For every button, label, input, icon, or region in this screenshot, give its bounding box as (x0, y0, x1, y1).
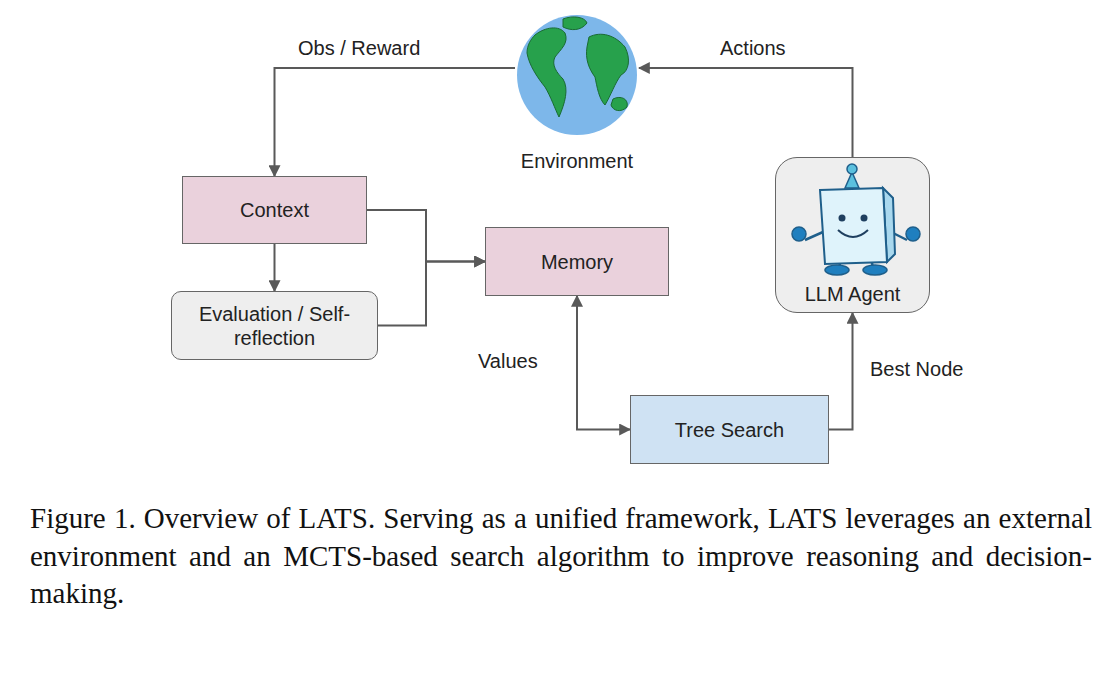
node-text: Memory (541, 250, 613, 274)
figure-caption: Figure 1. Overview of LATS. Serving as a… (30, 500, 1092, 613)
node-text: Environment (521, 149, 633, 173)
robot-illustration (775, 158, 930, 282)
node-text: Evaluation / Self-reflection (172, 302, 377, 350)
connector (639, 68, 853, 157)
globe-illustration (515, 13, 639, 137)
edge-label: Best Node (868, 357, 965, 381)
node-text: Tree Search (675, 418, 784, 442)
edge-label: Obs / Reward (296, 36, 422, 60)
process-box: Evaluation / Self-reflection (171, 291, 378, 360)
connector (274, 244, 276, 291)
process-box: Context (182, 176, 367, 244)
edge-label: Actions (718, 36, 788, 60)
connector (829, 313, 853, 430)
node-text: Context (240, 198, 309, 222)
connector (378, 262, 485, 326)
edge-label: Values (476, 349, 540, 373)
node-text: LLM Agent (805, 282, 901, 306)
search-box: Tree Search (630, 395, 829, 464)
connector (275, 68, 516, 176)
environment-node: Environment (507, 13, 647, 173)
connector (367, 210, 485, 262)
connector (577, 296, 630, 430)
memory-box: Memory (485, 227, 669, 296)
agent-box: LLM Agent (775, 157, 930, 313)
